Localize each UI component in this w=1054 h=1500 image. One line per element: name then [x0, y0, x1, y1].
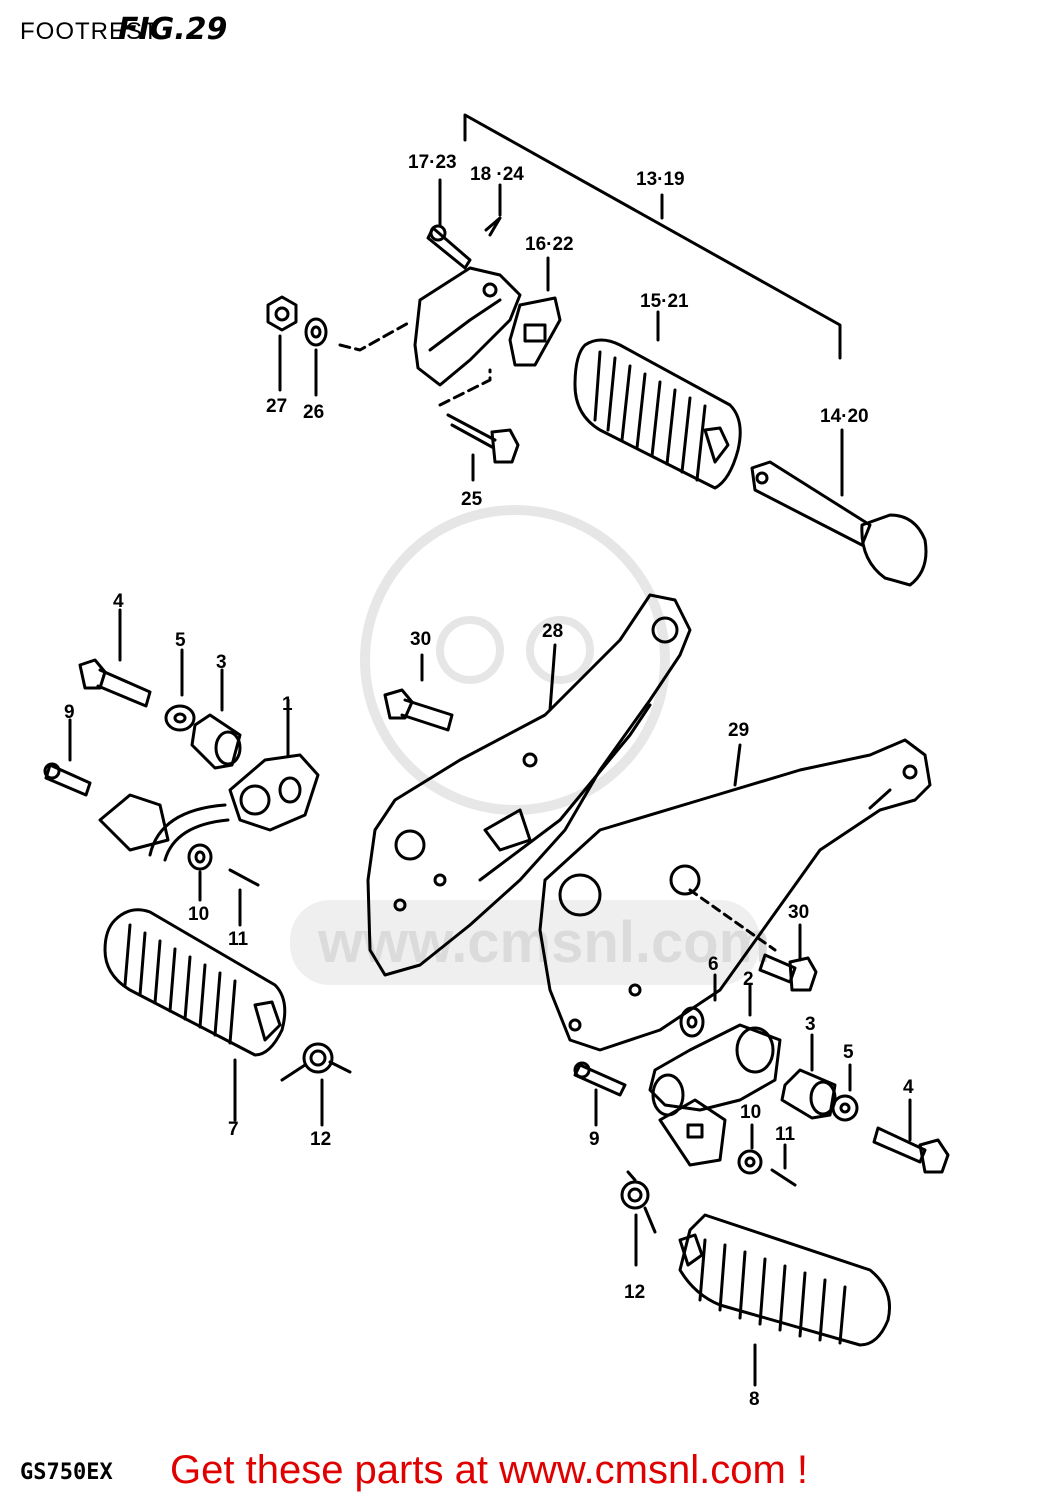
callout-12-left: 12: [310, 1129, 331, 1150]
pin-left: [43, 718, 92, 797]
clip-11-right: [770, 1143, 797, 1187]
washer-left: [164, 648, 196, 732]
callout-3-right: 3: [805, 1014, 816, 1035]
bolt-right: [872, 1098, 950, 1174]
callout-5-right: 5: [843, 1042, 854, 1063]
footrest-plate-left: [366, 593, 692, 977]
callout-8: 8: [749, 1389, 760, 1410]
callout-1: 1: [282, 694, 293, 715]
callout-10-left: 10: [188, 904, 209, 925]
callout-26: 26: [303, 402, 324, 423]
callout-7: 7: [228, 1119, 239, 1140]
callout-30-upper: 30: [410, 629, 431, 650]
callout-9-left: 9: [64, 702, 75, 723]
watermark-text: www.cmsnl.com: [317, 910, 770, 975]
callout-4-right: 4: [903, 1077, 914, 1098]
callout-28: 28: [542, 621, 563, 642]
callout-16-22: 16·22: [525, 234, 574, 255]
callout-30-lower: 30: [788, 902, 809, 923]
parts-link-banner[interactable]: Get these parts at www.cmsnl.com !: [170, 1448, 808, 1492]
callout-14-20: 14·20: [820, 406, 869, 427]
rear-mount-bracket: [338, 266, 522, 407]
callout-6: 6: [708, 954, 719, 975]
clip-11-left: [228, 868, 260, 927]
rear-footrest-pin: [750, 428, 928, 587]
assembly-bracket: [463, 113, 842, 360]
section-title: FOOTREST: [20, 18, 159, 45]
callout-9-right: 9: [589, 1129, 600, 1150]
callout-11-right: 11: [775, 1124, 796, 1145]
callout-12-right: 12: [624, 1282, 645, 1303]
callout-25: 25: [461, 489, 483, 510]
spring-right: [620, 1170, 657, 1267]
washer: [304, 317, 328, 397]
bushing-right: [780, 1033, 837, 1120]
callout-2: 2: [743, 969, 754, 990]
bolt-left: [78, 608, 152, 708]
footrest-bracket-right: [648, 983, 782, 1167]
washer-right: [831, 1063, 859, 1122]
bushing-left: [190, 668, 242, 770]
callout-17-23: 17·23: [408, 152, 457, 173]
washer-6: [679, 973, 717, 1038]
pin-top: [426, 178, 472, 270]
front-footrest-rubber-left: [103, 908, 287, 1122]
model-code: GS750EX: [20, 1460, 113, 1485]
bolt-30-upper: [383, 653, 454, 732]
spring-left: [280, 1042, 352, 1127]
clip-top: [484, 183, 502, 237]
callout-15-21: 15·21: [640, 291, 689, 312]
callout-29: 29: [728, 720, 749, 741]
figure-number: FIG.29: [118, 12, 228, 47]
callout-11-left: 11: [228, 929, 249, 950]
front-footrest-rubber-right: [678, 1213, 891, 1387]
washer-10-right: [737, 1123, 763, 1175]
footrest-bracket-left: [98, 698, 320, 862]
watermark-logo: www.cmsnl.com: [290, 505, 770, 985]
footrest-plate-right: [538, 738, 932, 1052]
rear-footrest-rubber: [573, 310, 742, 490]
nut: [266, 295, 298, 392]
callout-18-24: 18 ·24: [470, 164, 524, 185]
callout-27: 27: [266, 396, 287, 417]
pin-right: [573, 1061, 627, 1127]
callout-10-right: 10: [740, 1102, 761, 1123]
gasket-plate: [508, 256, 562, 367]
callout-5-left: 5: [175, 630, 186, 651]
callout-3-left: 3: [216, 652, 227, 673]
bolt: [446, 413, 520, 482]
washer-10-left: [187, 843, 213, 902]
callout-4-left: 4: [113, 591, 124, 612]
callout-13-19: 13·19: [636, 169, 685, 190]
callout-labels: 17·23 18 ·24 13·19 16·22 15·21 27 26 25 …: [64, 152, 914, 1410]
bolt-30-lower: [688, 888, 818, 992]
